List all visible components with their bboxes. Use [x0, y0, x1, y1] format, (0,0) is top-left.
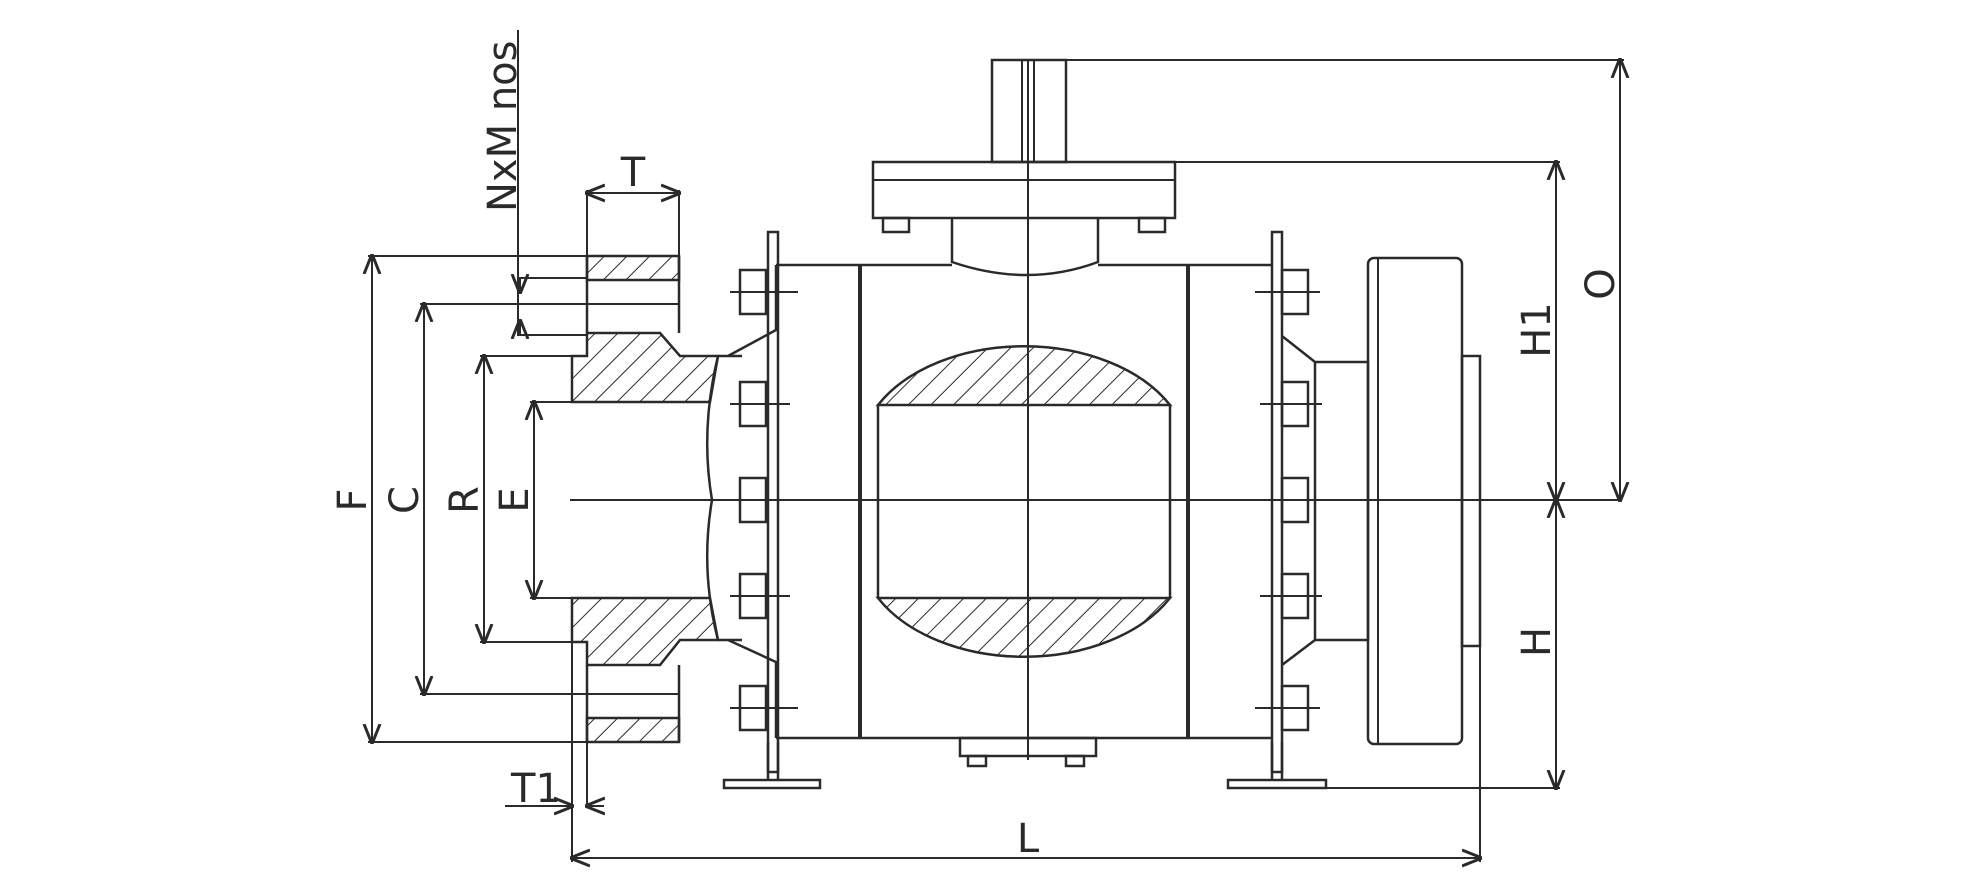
label-f: F: [330, 488, 376, 511]
label-c: C: [382, 486, 428, 514]
right-flange: [1226, 230, 1482, 790]
label-o: O: [1578, 268, 1624, 299]
dimension-labels: NxM nos T T1 F C R E L H H1 O: [330, 41, 1624, 862]
label-t1: T1: [510, 766, 561, 812]
label-l: L: [1017, 816, 1040, 862]
valve-body: [776, 263, 1272, 768]
dimension-lines: [368, 30, 1624, 862]
label-e: E: [492, 487, 538, 512]
left-flange: [570, 230, 822, 790]
label-h: H: [1514, 627, 1560, 657]
stem-assembly: [871, 58, 1177, 277]
label-r: R: [442, 486, 488, 514]
label-h1: H1: [1514, 302, 1560, 358]
label-t: T: [620, 150, 646, 196]
label-nxm: NxM nos: [480, 41, 526, 212]
ball: [875, 344, 1173, 659]
